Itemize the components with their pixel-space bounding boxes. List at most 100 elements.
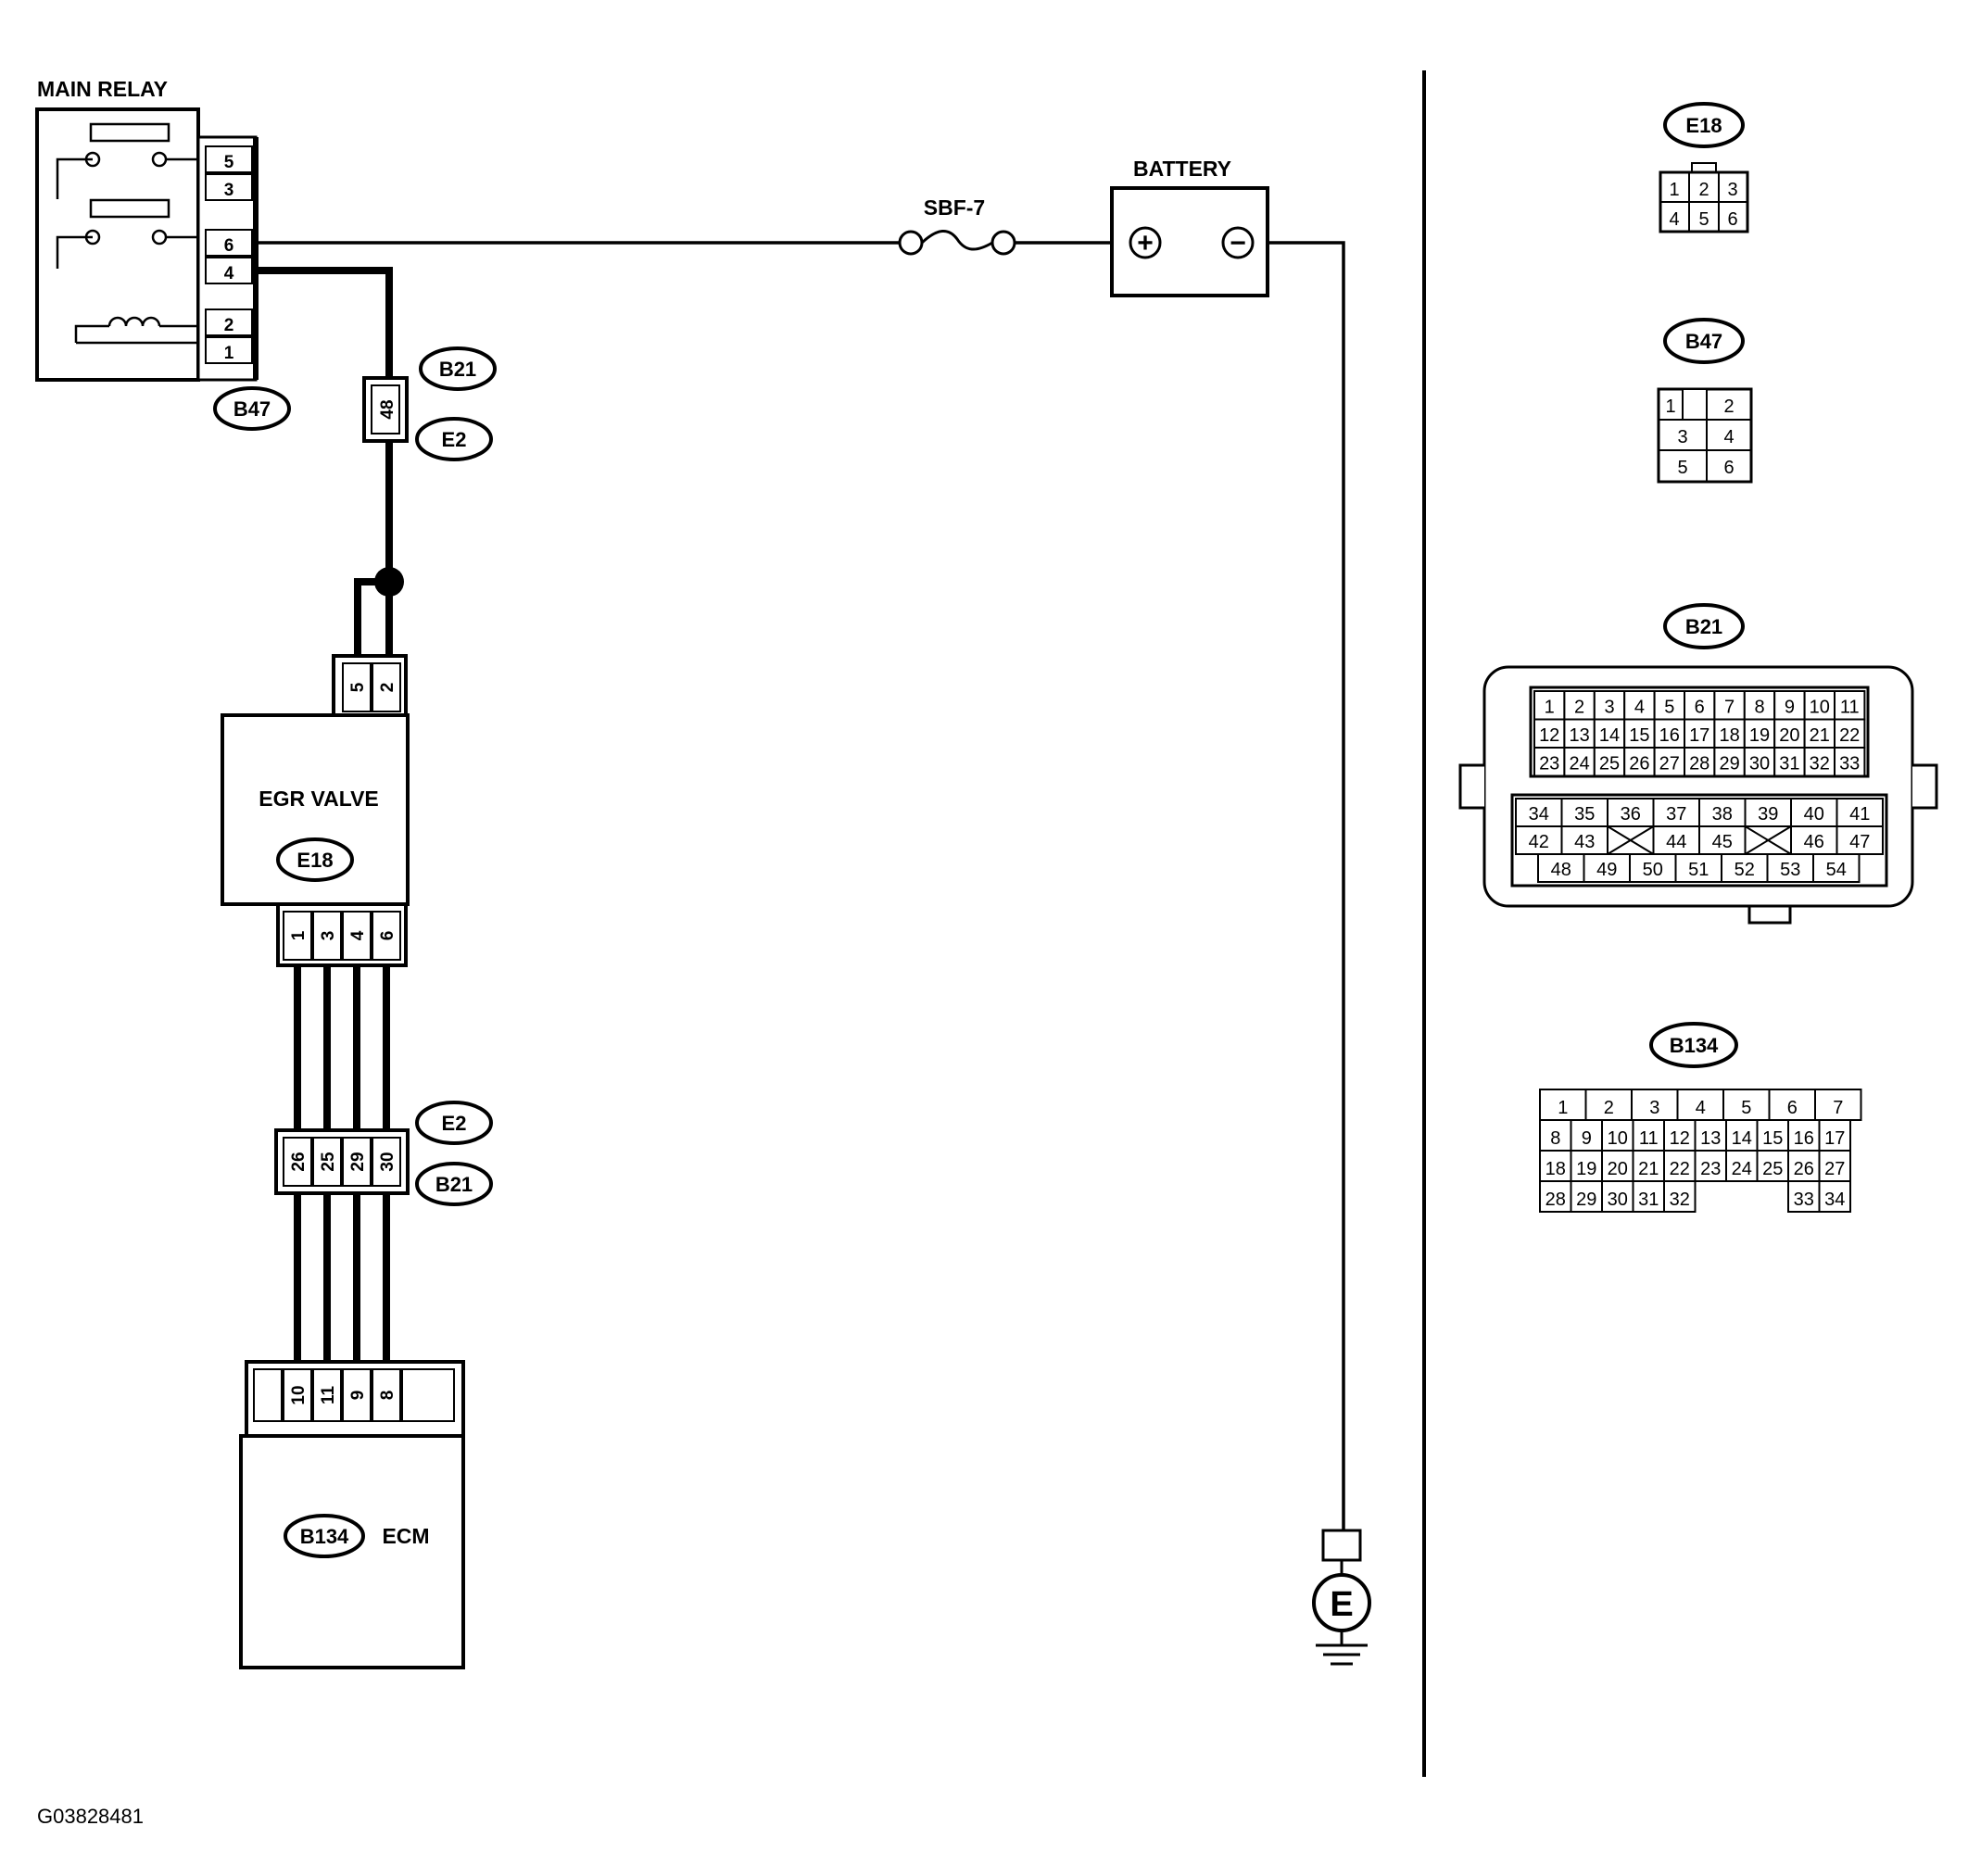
connector-view-b47: B47 1 2 3 4 5 6 [1657,318,1753,484]
connector-pin-label: 31 [1779,754,1799,774]
battery-label: BATTERY [1133,157,1231,181]
connector-pin-label: 14 [1599,725,1620,746]
connector-pin-label: 22 [1839,725,1860,746]
connector-pin-label: 2 [1604,1098,1614,1118]
connector-pin-label: 35 [1574,804,1595,825]
ecm-connector: 10 11 9 8 [245,1360,465,1438]
tag-egr-e18: E18 [276,837,354,882]
connector-pin-label: 4 [1696,1098,1706,1118]
svg-text:B47: B47 [1685,330,1722,353]
svg-text:5: 5 [1698,209,1709,230]
connector-pin-label: 51 [1688,860,1709,880]
connector-pin-label: 2 [1574,698,1584,718]
relay-pin: 6 [224,236,234,256]
no-pin-cross-icon [1607,825,1655,855]
svg-text:29: 29 [348,1152,368,1171]
battery: + − [1110,186,1269,297]
connector-pin-label: 21 [1638,1159,1659,1179]
connector-pin-label: 9 [1582,1128,1592,1149]
main-relay [35,107,206,382]
connector-pin-label: 8 [1754,698,1764,718]
ecm-label: ECM [382,1524,429,1548]
tag-relay-b47: B47 [213,386,291,431]
connector-pin-label: 49 [1596,860,1617,880]
connector-pin-label: 26 [1629,754,1649,774]
svg-text:1: 1 [289,930,309,940]
connector-pin-label: 46 [1804,832,1824,852]
connector-pin-label: 6 [1695,698,1705,718]
fuse-label: SBF-7 [924,195,985,220]
svg-text:9: 9 [348,1391,368,1401]
connector-pin-label: 18 [1545,1159,1566,1179]
connector-pin-label: 13 [1569,725,1589,746]
wires-splice-ecm [294,1193,390,1366]
connector-pin-label: 10 [1810,698,1830,718]
svg-text:6: 6 [1727,209,1737,230]
relay-pin: 3 [224,181,234,200]
connector-pin-label: 30 [1749,754,1770,774]
connector-pin-label: 17 [1689,725,1709,746]
connector-pin-label: 36 [1621,804,1641,825]
svg-text:1: 1 [1669,180,1679,200]
connector-pin-label: 1 [1558,1098,1568,1118]
tag-lower-b21: B21 [415,1162,493,1206]
connector-pin-label: 42 [1529,832,1549,852]
connector-pin-label: 43 [1574,832,1595,852]
svg-text:B21: B21 [439,358,476,381]
svg-text:8: 8 [378,1391,397,1401]
connector-pin-label: 7 [1724,698,1735,718]
connector-pin-label: 14 [1732,1128,1752,1149]
connector-pin-label: 38 [1712,804,1733,825]
splice-48: 48 [362,376,409,443]
svg-text:10: 10 [289,1385,309,1404]
connector-pin-label: 16 [1794,1128,1814,1149]
svg-text:E2: E2 [442,1112,467,1135]
connector-pin-label: 18 [1719,725,1739,746]
battery-positive-icon [1129,226,1162,259]
tag-lower-e2: E2 [415,1101,493,1145]
relay-pin: 4 [224,264,234,283]
svg-text:B21: B21 [435,1173,473,1196]
connector-pin-label: 28 [1545,1190,1566,1210]
svg-text:E18: E18 [296,849,333,872]
connector-pin-label: 44 [1666,832,1686,852]
no-pin-cross-icon [1744,825,1792,855]
lower-splice-connector: 26 25 29 30 [274,1128,410,1195]
svg-text:E2: E2 [442,428,467,451]
connector-pin-label: 47 [1849,832,1870,852]
connector-pin-label: 32 [1670,1190,1690,1210]
connector-pin-label: 40 [1804,804,1824,825]
connector-pin-label: 12 [1539,725,1559,746]
connector-pin-label: 29 [1576,1190,1596,1210]
connector-pin-label: 8 [1550,1128,1560,1149]
fuse-sbf7-icon [898,230,1016,256]
connector-pin-label: 5 [1664,698,1674,718]
svg-text:48: 48 [378,399,397,419]
svg-text:5: 5 [1677,458,1687,478]
connector-pin-label: 48 [1551,860,1571,880]
wire-battery-ground [1268,241,1345,1530]
connector-pin-label: 33 [1794,1190,1814,1210]
svg-text:6: 6 [1723,458,1734,478]
svg-text:2: 2 [1698,180,1709,200]
relay-coil-icon [107,316,161,327]
svg-text:4: 4 [348,930,368,940]
connector-pin-label: 30 [1608,1190,1628,1210]
connector-pin-label: 22 [1670,1159,1690,1179]
svg-text:2: 2 [1723,397,1734,417]
ground-e-icon: E [1312,1529,1371,1666]
connector-pin-label: 32 [1810,754,1830,774]
connector-pin-label: 12 [1670,1128,1690,1149]
svg-text:25: 25 [319,1152,338,1172]
main-relay-label: MAIN RELAY [37,77,168,101]
connector-pin-label: 15 [1629,725,1649,746]
relay-pin: 1 [224,344,234,363]
connector-pin-label: 25 [1599,754,1620,774]
relay-contact-bar-2-icon [89,198,170,219]
svg-text:30: 30 [378,1152,397,1171]
connector-pin-label: 45 [1712,832,1733,852]
